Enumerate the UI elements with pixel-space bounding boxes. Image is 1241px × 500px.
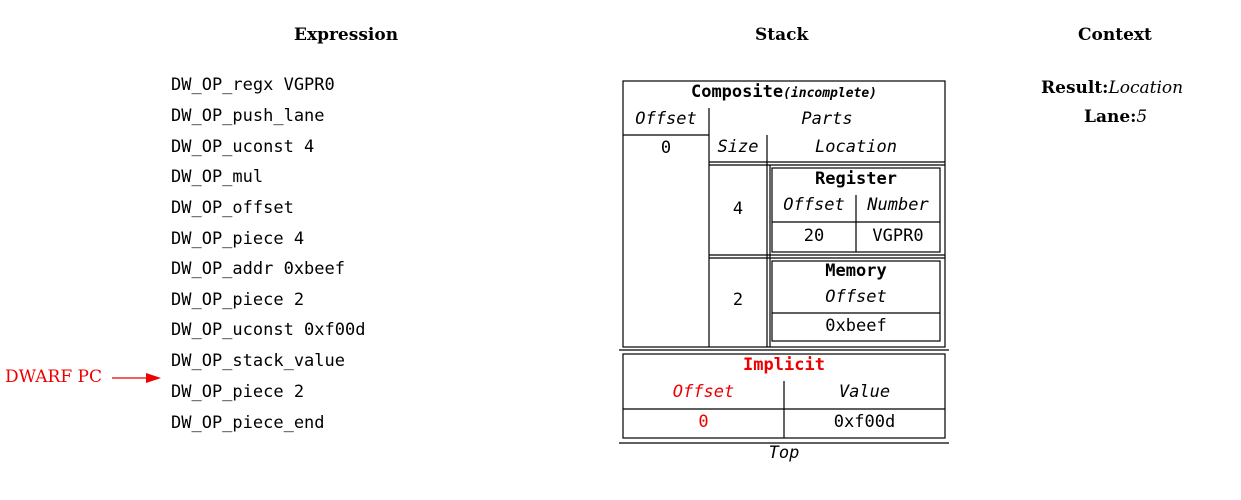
implicit-offset-value: 0 [698,412,709,432]
lane-label: Lane: [1084,107,1137,127]
register-number-header: Number [867,195,929,215]
expression-line: DW_OP_uconst 4 [171,137,315,157]
expression-line: DW_OP_piece 4 [171,229,305,249]
expression-heading: Expression [294,25,399,45]
register-title: Register [815,169,897,189]
expression-line: DW_OP_offset [171,198,294,218]
composite-size-header: Size [717,137,759,157]
stack-heading: Stack [755,25,809,45]
stack-top-label: Top [768,443,800,463]
expression-line: DW_OP_mul [171,167,264,187]
result-label: Result: [1041,78,1109,98]
implicit-offset-header: Offset [672,382,735,402]
context-heading: Context [1078,25,1152,45]
dwarf-pc-arrowhead [146,373,161,383]
expression-line: DW_OP_piece_end [171,413,325,433]
composite-location-header: Location [815,137,897,157]
register-offset-value: 20 [803,226,825,246]
context-lane: Lane:5 [1084,107,1147,127]
composite-status: (incomplete) [783,86,878,101]
composite-offset-value: 0 [660,138,672,158]
context-result: Result:Location [1041,78,1183,98]
composite-box [622,80,946,348]
composite-offset-header: Offset [635,109,697,129]
expression-line: DW_OP_addr 0xbeef [171,259,345,279]
dwarf-pc-label: DWARF PC [5,367,102,387]
memory-title: Memory [825,261,887,281]
memory-box [771,260,941,342]
expression-line: DW_OP_stack_value [171,351,345,371]
memory-offset-header: Offset [825,287,887,307]
implicit-title: Implicit [743,355,825,375]
expression-line-current: DW_OP_piece 2 [171,382,305,402]
expression-line: DW_OP_piece 2 [171,290,305,310]
implicit-value-value: 0xf00d [833,412,896,432]
composite-title-text: Composite [690,82,784,102]
expression-line: DW_OP_uconst 0xf00d [171,320,366,340]
part-size: 4 [732,199,744,219]
lane-value: 5 [1136,107,1148,127]
register-offset-header: Offset [783,195,845,215]
register-number-value: VGPR0 [872,226,924,246]
implicit-value-header: Value [838,382,891,402]
composite-parts-header: Parts [801,109,853,129]
result-value: Location [1108,78,1184,98]
part-size: 2 [732,290,744,310]
composite-title: Composite(incomplete) [623,82,945,102]
expression-line: DW_OP_regx VGPR0 [171,75,335,95]
memory-offset-value: 0xbeef [825,316,887,336]
expression-line: DW_OP_push_lane [171,106,325,126]
